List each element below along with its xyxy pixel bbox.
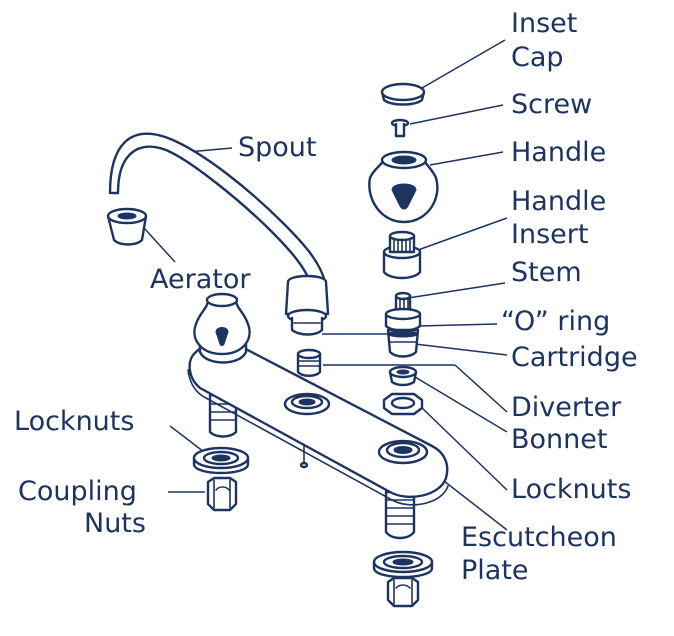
label-o-ring: “O” ring bbox=[501, 306, 610, 337]
handle-part bbox=[368, 150, 439, 224]
label-escutcheon-line2: Plate bbox=[461, 555, 529, 586]
label-screw: Screw bbox=[511, 89, 592, 120]
faucet-body bbox=[187, 292, 449, 540]
label-bonnet: Bonnet bbox=[511, 424, 607, 455]
label-stem: Stem bbox=[511, 257, 582, 288]
coupling-nut-right bbox=[372, 550, 434, 608]
handle-insert bbox=[382, 230, 422, 280]
bonnet-part bbox=[388, 365, 418, 387]
label-cartridge: Cartridge bbox=[511, 342, 638, 373]
labels: Inset Cap Screw Handle Handle Insert Ste… bbox=[14, 8, 638, 586]
label-locknuts-left: Locknuts bbox=[14, 406, 134, 437]
label-spout: Spout bbox=[238, 132, 317, 163]
label-coupling-nuts-line1: Coupling bbox=[18, 476, 137, 507]
label-coupling-nuts-line2: Nuts bbox=[84, 508, 146, 539]
diverter-part bbox=[296, 348, 322, 377]
label-handle: Handle bbox=[511, 137, 606, 168]
stem-cartridge bbox=[384, 291, 422, 358]
leader-lines bbox=[143, 39, 508, 531]
label-diverter: Diverter bbox=[511, 392, 622, 423]
screw bbox=[390, 118, 410, 138]
inset-cap bbox=[380, 82, 426, 106]
locknut-left bbox=[192, 446, 250, 475]
label-aerator: Aerator bbox=[150, 264, 251, 295]
locknut-right bbox=[382, 392, 424, 416]
label-escutcheon-line1: Escutcheon bbox=[461, 522, 617, 553]
label-handle-insert-line2: Insert bbox=[511, 219, 588, 250]
label-handle-insert-line1: Handle bbox=[511, 186, 606, 217]
label-locknuts-right: Locknuts bbox=[511, 474, 631, 505]
label-inset-cap-line2: Cap bbox=[511, 42, 564, 73]
spout bbox=[108, 132, 330, 336]
label-inset-cap-line1: Inset bbox=[511, 8, 577, 39]
aerator bbox=[106, 207, 148, 246]
coupling-nut-left bbox=[206, 476, 238, 512]
